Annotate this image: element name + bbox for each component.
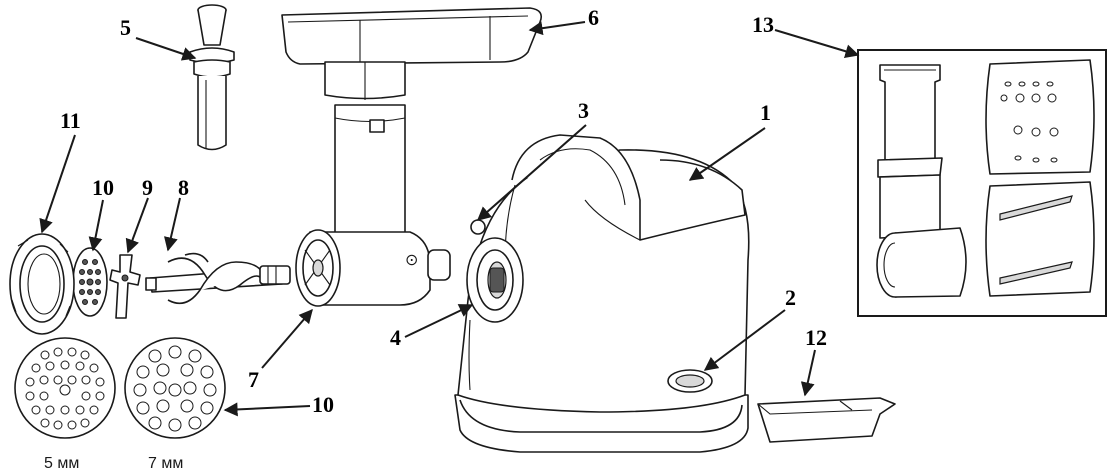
ring-nut (9, 233, 75, 335)
auger-screw (145, 252, 291, 305)
plate-coarse-caption: 7 мм (148, 455, 183, 472)
leader-lines (39, 21, 860, 417)
plate-fine (14, 337, 116, 439)
callout-2: 2 (785, 285, 796, 310)
callout-8: 8 (178, 175, 189, 200)
callout-5: 5 (120, 15, 131, 40)
callout-9: 9 (142, 175, 153, 200)
callout-4: 4 (390, 325, 401, 350)
food-tray (281, 7, 543, 100)
plate-coarse (124, 337, 226, 439)
callout-6: 6 (588, 5, 599, 30)
callout-10-top: 10 (92, 175, 114, 200)
callout-10-bottom: 10 (312, 392, 334, 417)
plate-fine-caption: 5 мм (44, 455, 79, 472)
callout-11: 11 (60, 108, 81, 133)
callout-7: 7 (248, 367, 259, 392)
callout-1: 1 (760, 100, 771, 125)
shredder-inset (857, 49, 1107, 317)
grinder-head: ⊙ (295, 104, 451, 307)
grinding-plate (72, 247, 108, 317)
motor-body (454, 134, 750, 453)
callout-13: 13 (752, 12, 774, 37)
callout-12: 12 (805, 325, 827, 350)
callout-3: 3 (578, 98, 589, 123)
cutting-blade (109, 254, 141, 319)
kebbe-tray (757, 397, 896, 443)
food-pusher (189, 4, 235, 151)
svg-text:⊙: ⊙ (405, 252, 418, 269)
